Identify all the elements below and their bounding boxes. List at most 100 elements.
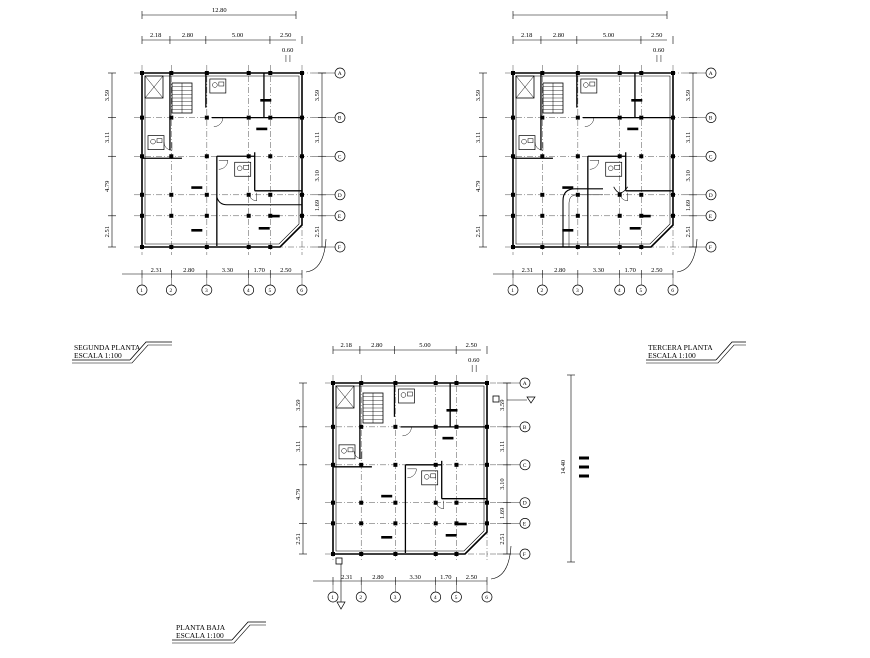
- curved-wall: [216, 196, 302, 206]
- top-dim-label: 2.50: [280, 32, 291, 39]
- side-dim-label: 4.79: [104, 181, 111, 192]
- axis-bubble-label: C: [709, 154, 713, 160]
- bottom-dim-label: 2.80: [372, 574, 383, 581]
- structural-column: [511, 245, 515, 249]
- sink-fixture: [156, 138, 163, 143]
- bathroom: [605, 161, 623, 177]
- top-dim-label: 2.18: [340, 342, 351, 349]
- structural-column: [671, 213, 675, 218]
- bottom-dim-label: 1.70: [253, 267, 264, 274]
- structural-column: [331, 500, 335, 505]
- side-dim-label: 2.51: [475, 226, 482, 237]
- room-label-mark: [446, 409, 458, 412]
- toilet-fixture: [583, 82, 589, 88]
- axis-bubble-label: E: [523, 521, 527, 527]
- right-dim-label: 2.51: [685, 226, 692, 237]
- structural-column: [359, 552, 364, 556]
- axis-bubble: [705, 150, 717, 162]
- structural-column: [204, 115, 209, 120]
- structural-column: [331, 552, 335, 556]
- side-dim-label: 2.51: [104, 226, 111, 237]
- axis-bubble: [334, 150, 346, 162]
- structural-column: [575, 245, 580, 249]
- axis-bubble: [519, 377, 531, 389]
- bottom-dim-label: 2.50: [651, 267, 662, 274]
- room-label-mark: [260, 99, 272, 102]
- exterior-wall: [141, 72, 303, 248]
- structural-column: [433, 500, 438, 505]
- structural-column: [454, 500, 459, 505]
- structural-column: [140, 192, 144, 197]
- axis-bubble: [334, 210, 346, 222]
- structural-column: [300, 71, 304, 75]
- axis-bubble-label: A: [523, 381, 527, 387]
- structural-column: [433, 552, 438, 556]
- side-dim-label: 4.79: [475, 181, 482, 192]
- bathroom: [234, 161, 252, 177]
- axis-bubble: [635, 284, 647, 296]
- structural-column: [359, 462, 364, 467]
- axis-bubble-label: 6: [300, 288, 303, 294]
- structural-column: [169, 245, 174, 249]
- door-swing: [218, 160, 229, 170]
- structural-column: [540, 245, 545, 249]
- structural-column: [540, 71, 545, 75]
- corner-leader: [305, 238, 327, 273]
- structural-column: [246, 213, 251, 218]
- structural-column: [617, 192, 622, 197]
- small-dim-label: 0.60: [282, 47, 293, 54]
- structural-column: [575, 115, 580, 120]
- right-dim-label: 3.11: [499, 441, 506, 452]
- structural-column: [300, 192, 304, 197]
- corner-leader: [676, 238, 698, 273]
- structural-column: [540, 115, 545, 120]
- bathroom: [398, 388, 415, 404]
- legend-mark: [579, 456, 589, 460]
- structural-column: [204, 213, 209, 218]
- axis-bubble-label: 3: [576, 288, 579, 294]
- structural-column: [169, 154, 174, 159]
- structural-column: [140, 245, 144, 249]
- room-label-mark: [256, 127, 268, 131]
- structural-column: [575, 154, 580, 159]
- axis-bubble: [705, 189, 717, 201]
- door-swing: [402, 426, 412, 437]
- axis-bubble: [705, 241, 717, 253]
- sink-fixture: [614, 165, 620, 170]
- axis-bubble-label: C: [338, 154, 342, 160]
- legend-mark: [579, 465, 589, 469]
- side-dim-label: 3.59: [104, 90, 111, 101]
- structural-column: [169, 192, 174, 197]
- axis-bubble-label: 6: [485, 595, 488, 601]
- section-arrow: [526, 396, 536, 404]
- exterior-wall-inner: [515, 75, 671, 245]
- sink-fixture: [589, 81, 596, 87]
- structural-column: [485, 462, 489, 467]
- axis-bubble-label: 2: [359, 595, 362, 601]
- axis-bubble-label: 5: [639, 288, 642, 294]
- title-block-segunda: SEGUNDA PLANTA ESCALA 1:100: [72, 341, 172, 364]
- sink-fixture: [407, 391, 413, 397]
- room-label-mark: [191, 186, 203, 189]
- room-label-mark: [445, 534, 457, 537]
- axis-bubble: [201, 284, 213, 296]
- axis-bubble: [334, 241, 346, 253]
- structural-column: [671, 154, 675, 159]
- total-height-label: 14.40: [560, 460, 567, 475]
- door-swing: [353, 450, 363, 460]
- sink-fixture: [347, 447, 354, 453]
- structural-column: [393, 462, 398, 467]
- structural-column: [204, 154, 209, 159]
- structural-column: [575, 71, 580, 75]
- axis-bubble: [507, 284, 519, 296]
- bottom-dim-label: 2.80: [554, 267, 565, 274]
- side-dim-label: 3.11: [475, 132, 482, 143]
- axis-bubble-label: D: [709, 193, 713, 199]
- axis-bubble: [572, 284, 584, 296]
- room-label-mark: [455, 522, 467, 526]
- structural-column: [485, 381, 489, 385]
- toilet-fixture: [608, 165, 614, 171]
- door-swing: [584, 117, 595, 127]
- room-label-mark: [562, 229, 574, 232]
- toilet-fixture: [150, 138, 156, 145]
